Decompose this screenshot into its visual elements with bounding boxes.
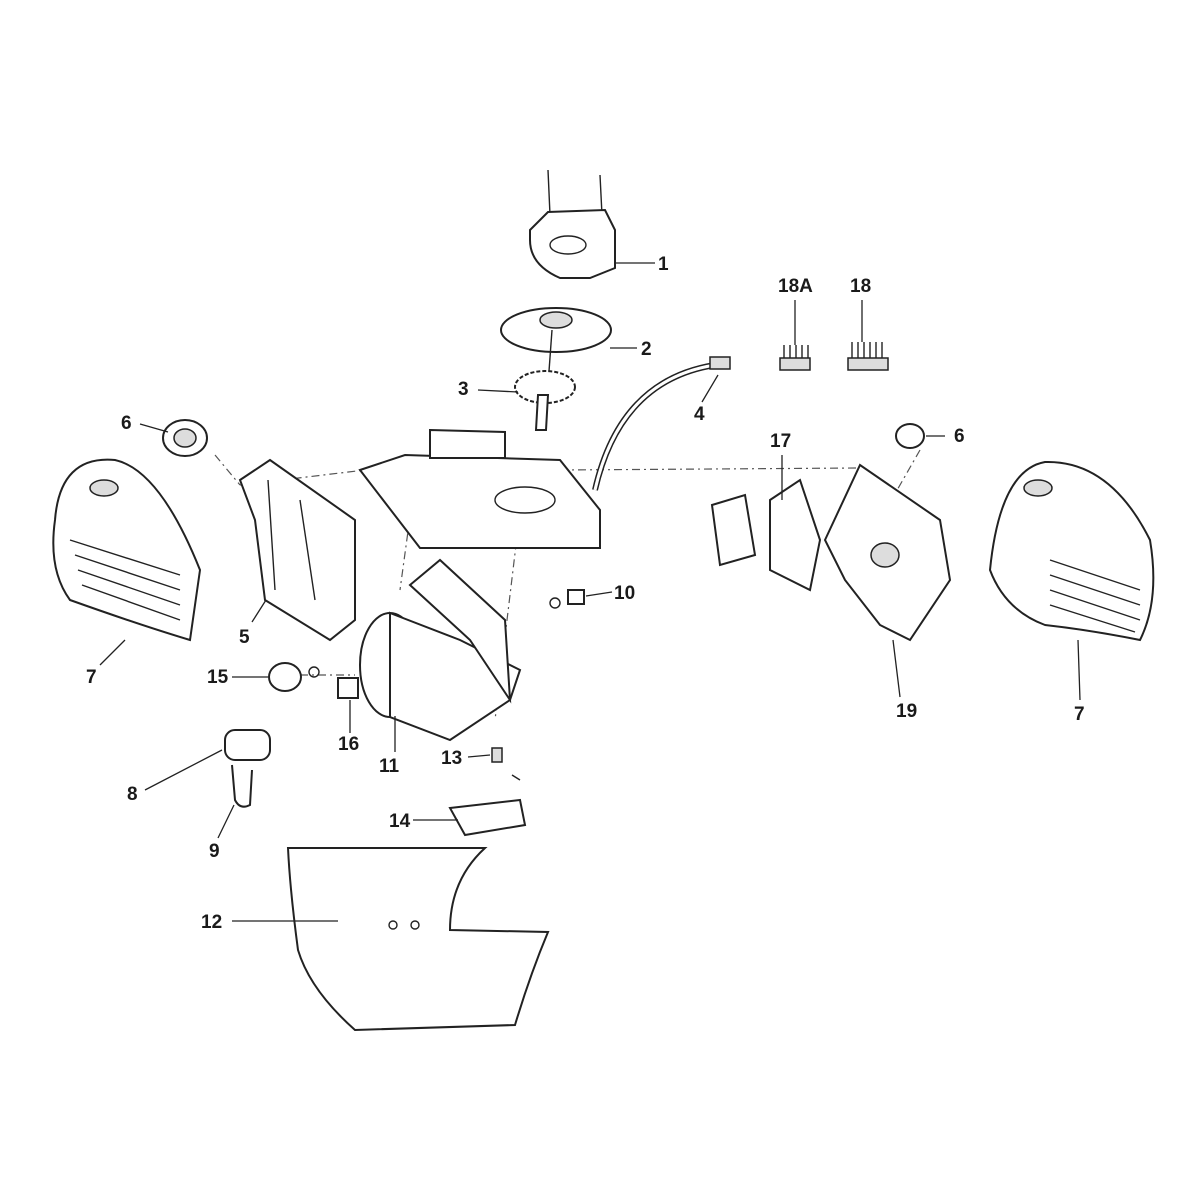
label-11: 11 bbox=[379, 756, 400, 777]
label-19: 19 bbox=[896, 701, 917, 722]
label-15: 15 bbox=[207, 667, 229, 688]
label-14: 14 bbox=[389, 811, 411, 832]
part-5-end-panel[interactable] bbox=[238, 458, 356, 642]
part-7-cover-left[interactable] bbox=[52, 458, 202, 642]
part-3-gear[interactable] bbox=[514, 370, 576, 431]
label-3: 3 bbox=[458, 379, 469, 400]
part-9-clip[interactable] bbox=[231, 764, 253, 808]
part-12-light-lens-cover[interactable] bbox=[286, 847, 550, 1032]
part-19-end-panel[interactable] bbox=[823, 463, 952, 642]
label-13: 13 bbox=[441, 748, 462, 769]
part-1-bracket[interactable] bbox=[529, 169, 616, 279]
label-4: 4 bbox=[694, 404, 705, 425]
label-2: 2 bbox=[641, 339, 652, 360]
part-6-light-lens-right[interactable] bbox=[895, 423, 925, 449]
part-10-switch[interactable] bbox=[549, 589, 585, 609]
label-6-right: 6 bbox=[954, 426, 965, 447]
part-8-capacitor[interactable] bbox=[224, 729, 271, 761]
part-13-spring[interactable] bbox=[491, 747, 521, 781]
part-4-power-cord[interactable] bbox=[592, 356, 731, 491]
label-7-left: 7 bbox=[86, 667, 97, 688]
part-11-motor[interactable] bbox=[359, 558, 522, 742]
label-9: 9 bbox=[209, 841, 220, 862]
part-7-cover-right[interactable] bbox=[988, 460, 1155, 642]
label-5: 5 bbox=[239, 627, 250, 648]
label-7-right: 7 bbox=[1074, 704, 1085, 725]
label-8: 8 bbox=[127, 784, 138, 805]
label-16: 16 bbox=[338, 734, 359, 755]
label-10: 10 bbox=[614, 583, 635, 604]
part-14-limit-assembly[interactable] bbox=[448, 798, 527, 837]
label-18: 18 bbox=[850, 276, 871, 297]
part-18-terminal[interactable] bbox=[847, 342, 889, 371]
part-18a-terminal[interactable] bbox=[779, 345, 811, 371]
leader-lines bbox=[99, 262, 1081, 922]
part-15-pulley[interactable] bbox=[268, 662, 320, 692]
part-17-circuit-board[interactable] bbox=[710, 478, 822, 592]
part-2-sprocket-plate[interactable] bbox=[500, 307, 612, 386]
part-16-sensor[interactable] bbox=[337, 677, 359, 699]
chassis-plate[interactable] bbox=[358, 428, 601, 549]
label-6-left: 6 bbox=[121, 413, 132, 434]
part-6-light-lens-left[interactable] bbox=[162, 419, 208, 457]
label-18a: 18A bbox=[778, 276, 813, 297]
label-17: 17 bbox=[770, 431, 791, 452]
label-1: 1 bbox=[658, 254, 669, 275]
label-12: 12 bbox=[201, 912, 222, 933]
